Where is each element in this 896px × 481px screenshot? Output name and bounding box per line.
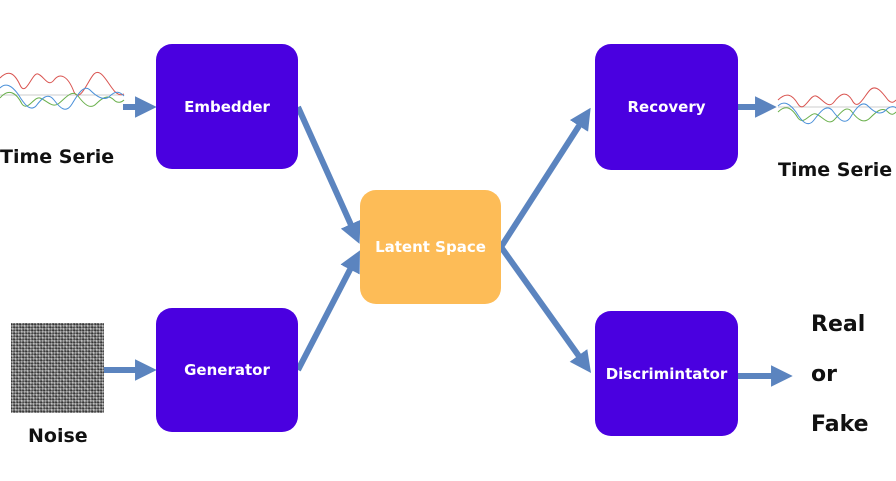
output-fake-label: Fake xyxy=(811,412,869,437)
wave-green xyxy=(0,91,125,107)
latent-space-label: Latent Space xyxy=(375,238,486,256)
time-series-input-label: Time Serie xyxy=(0,146,115,168)
noise-label: Noise xyxy=(28,425,88,447)
noise-image xyxy=(11,323,104,413)
wave-green xyxy=(777,107,896,123)
generator-node: Generator xyxy=(156,308,298,432)
arrows xyxy=(104,96,793,387)
discriminator-node: Discrimintator xyxy=(595,311,738,436)
arrow-generator-to-latent xyxy=(295,250,360,372)
embedder-node: Embedder xyxy=(156,44,298,169)
recovery-label: Recovery xyxy=(627,98,706,116)
arrow-latent-to-recovery xyxy=(498,107,591,249)
wave-red xyxy=(0,72,125,96)
time-series-input-icon xyxy=(0,72,125,110)
discriminator-label: Discrimintator xyxy=(605,364,728,383)
wave-blue xyxy=(777,102,896,125)
latent-space-node: Latent Space xyxy=(360,190,501,304)
output-real-label: Real xyxy=(811,312,866,337)
arrow-latent-to-discriminator xyxy=(498,245,592,374)
time-series-output-icon xyxy=(777,87,896,125)
arrow-embedder-to-latent xyxy=(295,105,361,244)
recovery-node: Recovery xyxy=(595,44,738,170)
embedder-label: Embedder xyxy=(184,97,270,116)
wave-blue xyxy=(0,84,125,110)
time-series-output-label: Time Serie xyxy=(778,159,893,181)
output-or-label: or xyxy=(811,362,837,387)
wave-red xyxy=(777,87,896,108)
generator-label: Generator xyxy=(184,361,270,379)
